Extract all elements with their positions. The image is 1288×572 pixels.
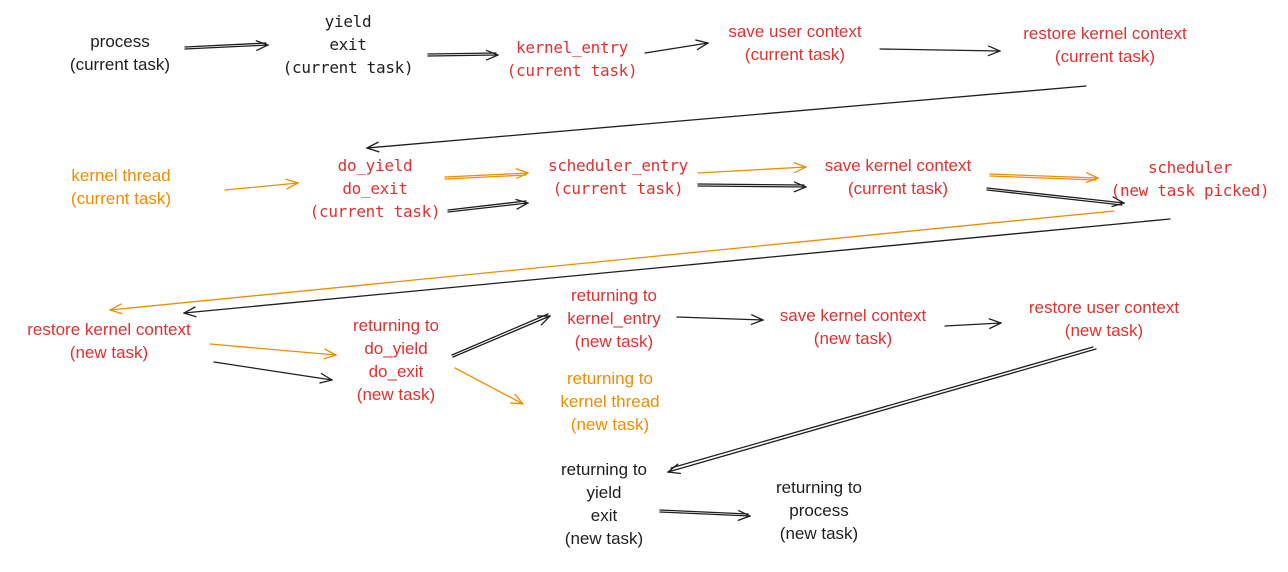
node-save-kernel-context-2: save kernel context (new task) (780, 304, 926, 350)
arrow-scheduler-to-restore-kernel-orange (110, 210, 1115, 310)
node-label-line: do_yield (364, 339, 428, 358)
node-save-kernel-context-1: save kernel context (current task) (825, 154, 971, 200)
node-label-line: process (90, 32, 150, 51)
node-label-line: save kernel context (824, 156, 972, 175)
node-label-line: kernel thread (560, 392, 660, 411)
node-returning-yield-exit: returning to yield exit (new task) (561, 458, 647, 550)
node-label-line: (new task) (574, 332, 654, 351)
arrow-kernel-thread-to-do-yield (224, 183, 298, 191)
arrow-returning-do-yield-to-kernel-entry (451, 313, 550, 358)
node-label-line: kernel_entry (567, 309, 661, 328)
node-label-line: restore user context (1028, 298, 1180, 317)
node-label-line: scheduler (1147, 158, 1232, 177)
node-label-line: (new task) (779, 524, 859, 543)
node-label-line: kernel_entry (515, 38, 628, 57)
node-kernel-entry-1: kernel_entry (current task) (507, 36, 638, 82)
node-label-line: (new task) (356, 385, 436, 404)
node-label-line: save kernel context (779, 306, 927, 325)
node-label-line: (new task) (570, 415, 650, 434)
node-label-line: restore kernel context (1023, 24, 1187, 43)
node-label-line: (current task) (69, 55, 171, 74)
node-returning-kernel-entry: returning to kernel_entry (new task) (567, 284, 661, 353)
arrow-scheduler-to-restore-kernel-black (184, 218, 1171, 313)
arrow-save-user-to-restore-kernel (879, 49, 1000, 51)
node-label-line: (new task) (69, 343, 149, 362)
arrow-returning-do-yield-to-kernel-thread (454, 367, 523, 404)
node-restore-kernel-context-1: restore kernel context (current task) (1023, 22, 1186, 68)
arrow-restore-user-to-returning-yield (668, 346, 1097, 472)
node-label-line: yield (324, 12, 372, 31)
node-scheduler-entry: scheduler_entry (current task) (548, 154, 688, 200)
node-label-line: do_exit (368, 362, 424, 381)
arrow-save-kernel-to-restore-user (944, 323, 1001, 326)
node-label-line: yield (586, 483, 622, 502)
arrow-save-kernel-to-scheduler-orange (989, 174, 1098, 180)
node-label-line: (current task) (506, 61, 638, 80)
node-label-line: save user context (728, 22, 862, 41)
node-save-user-context-1: save user context (current task) (728, 20, 861, 66)
node-returning-do-yield: returning to do_yield do_exit (new task) (353, 314, 439, 406)
arrow-returning-yield-to-returning-process (659, 509, 750, 516)
node-label-line: scheduler_entry (548, 156, 688, 175)
node-restore-kernel-context-2: restore kernel context (new task) (27, 318, 190, 364)
arrow-scheduler-entry-to-save-kernel-black (697, 184, 806, 187)
arrow-save-kernel-to-scheduler-black (986, 187, 1124, 205)
node-kernel-thread-1: kernel thread (current task) (71, 164, 171, 210)
node-label-line: returning to (571, 286, 657, 305)
node-restore-user-context: restore user context (new task) (1029, 296, 1179, 342)
node-label-line: (new task) (813, 329, 893, 348)
node-label-line: (new task picked) (1110, 181, 1270, 200)
node-label-line: (current task) (1054, 47, 1156, 66)
node-do-yield-do-exit-1: do_yield do_exit (current task) (310, 154, 441, 223)
node-scheduler: scheduler (new task picked) (1111, 156, 1270, 202)
arrow-scheduler-entry-to-save-kernel-orange (697, 167, 806, 174)
node-label-line: kernel thread (71, 166, 171, 185)
node-label-line: returning to (561, 460, 647, 479)
node-label-line: returning to (566, 369, 653, 388)
arrow-returning-kernel-entry-to-save-kernel (676, 317, 763, 320)
node-label-line: do_yield (337, 156, 413, 175)
arrow-restore-kernel-to-returning-do-yield-black (213, 361, 332, 380)
node-label-line: (new task) (1064, 321, 1144, 340)
node-label-line: returning to (776, 478, 862, 497)
arrow-do-yield-to-scheduler-entry-black (447, 201, 528, 213)
node-label-line: exit (329, 35, 367, 54)
node-label-line: returning to (353, 316, 439, 335)
node-label-line: exit (590, 506, 618, 525)
arrow-restore-kernel-to-do-yield (367, 85, 1087, 148)
node-label-line: (current task) (552, 179, 684, 198)
arrow-restore-kernel-to-returning-do-yield-orange (209, 343, 336, 355)
node-label-line: (current task) (70, 189, 172, 208)
node-label-line: process (789, 501, 849, 520)
node-returning-kernel-thread: returning to kernel thread (new task) (560, 367, 659, 436)
node-process: process (current task) (70, 30, 170, 76)
node-label-line: restore kernel context (27, 320, 191, 339)
arrow-process-to-yield (184, 43, 268, 49)
arrow-yield-to-kernel-entry (427, 53, 498, 56)
node-label-line: (current task) (847, 179, 949, 198)
node-label-line: (current task) (309, 202, 441, 221)
node-label-line: (current task) (282, 58, 414, 77)
node-label-line: (new task) (564, 529, 644, 548)
node-yield-exit-1: yield exit (current task) (283, 10, 414, 79)
arrow-do-yield-to-scheduler-entry-orange (444, 173, 528, 180)
node-label-line: do_exit (342, 179, 408, 198)
arrow-kernel-entry-to-save-user (644, 43, 708, 54)
node-label-line: (current task) (744, 45, 846, 64)
node-returning-process: returning to process (new task) (776, 476, 862, 545)
